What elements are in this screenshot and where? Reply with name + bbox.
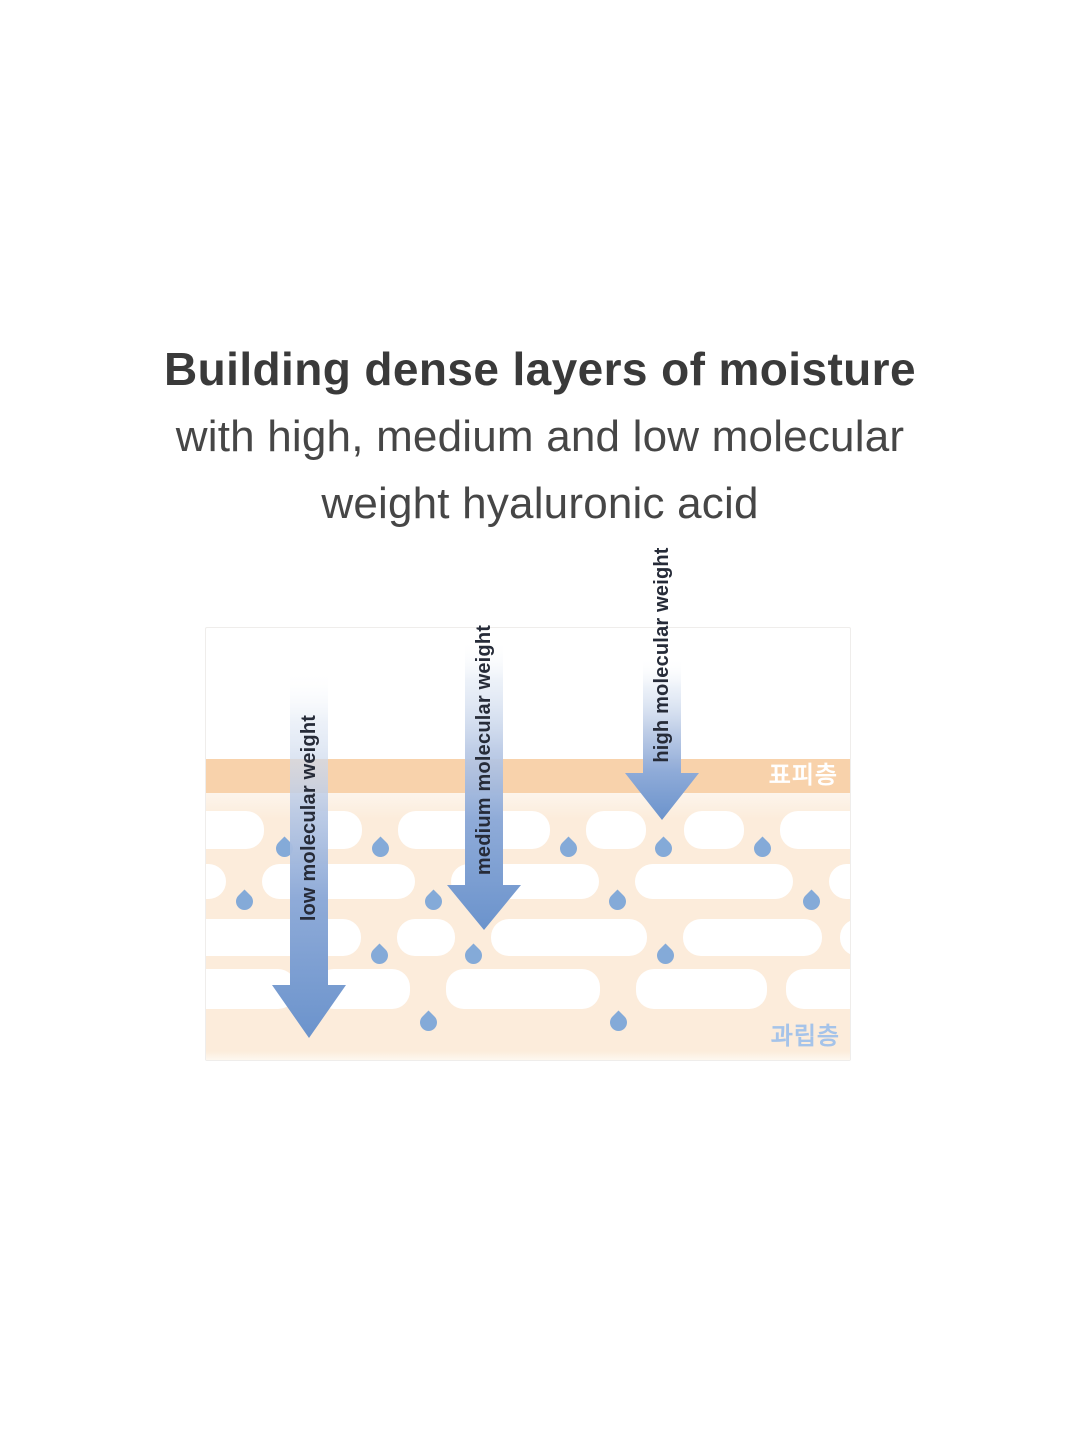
skin-cell: [635, 864, 793, 899]
heading-line-1: Building dense layers of moisture: [164, 343, 916, 395]
skin-cell: [586, 811, 646, 849]
heading-line-2: with high, medium and low molecular: [175, 412, 905, 461]
skin-cell: [683, 919, 822, 956]
skin-cell: [786, 969, 850, 1009]
diagram-bottom-fade: [206, 1051, 850, 1060]
skin-cell: [262, 864, 415, 899]
skin-cell: [446, 969, 600, 1009]
skin-cross-section-diagram: 표피층 과립층: [205, 627, 851, 1061]
skin-cell: [304, 811, 362, 849]
skin-cell: [829, 864, 850, 899]
skin-cell: [206, 969, 296, 1009]
skin-cell: [397, 919, 455, 956]
skin-cell: [636, 969, 767, 1009]
epidermis-layer-label: 표피층: [768, 762, 838, 789]
skin-cell: [206, 919, 361, 956]
heading: Building dense layers of moisture with h…: [0, 336, 1080, 537]
skin-cell: [451, 864, 599, 899]
epidermis-layer-band: 표피층: [206, 759, 850, 793]
skin-cell: [840, 919, 850, 956]
skin-cell: [398, 811, 550, 849]
skin-cell: [206, 811, 264, 849]
skin-cell: [316, 969, 410, 1009]
heading-line-3: weight hyaluronic acid: [321, 479, 759, 528]
skin-cell: [684, 811, 744, 849]
skin-cell: [491, 919, 647, 956]
skin-cell: [206, 864, 226, 899]
skin-cell: [780, 811, 850, 849]
granular-layer-label: 과립층: [770, 1023, 840, 1050]
